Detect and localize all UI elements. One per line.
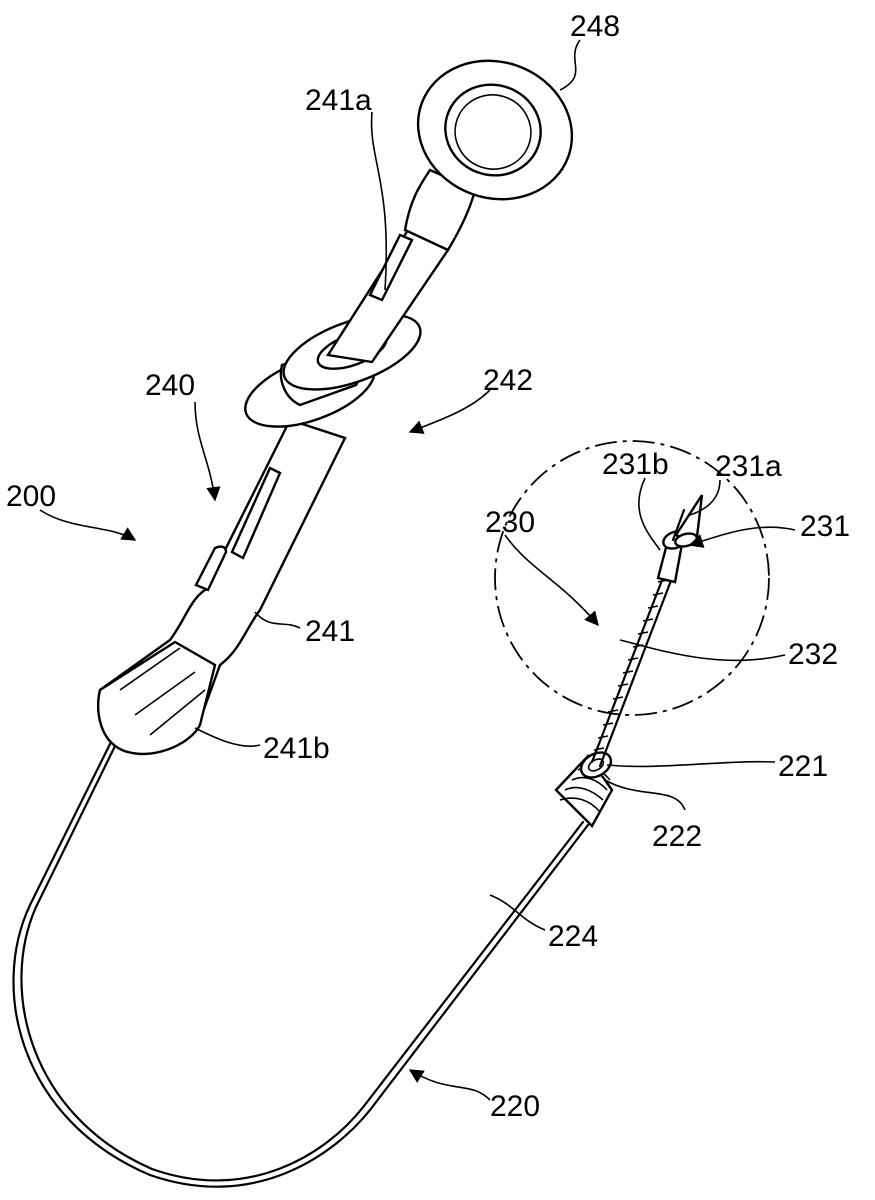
label-200: 200	[6, 480, 56, 513]
wire-loop	[12, 738, 590, 1188]
label-241b: 241b	[263, 732, 330, 765]
helical-shaft-232	[590, 573, 674, 768]
label-241a: 241a	[305, 84, 372, 117]
ring-handle-248	[416, 59, 574, 201]
handle-241	[97, 418, 347, 756]
label-241: 241	[305, 615, 355, 648]
label-220: 220	[490, 1090, 540, 1123]
tip-231	[656, 494, 704, 584]
detail-circle	[494, 440, 770, 716]
label-231b: 231b	[602, 448, 669, 481]
label-221: 221	[778, 750, 828, 783]
label-248: 248	[570, 10, 620, 43]
label-231: 231	[800, 510, 850, 543]
leader-lines	[39, 39, 796, 1101]
tube-tip-222	[554, 751, 614, 828]
label-230: 230	[485, 506, 535, 539]
label-222: 222	[652, 820, 702, 853]
label-242: 242	[483, 364, 533, 397]
label-232: 232	[788, 638, 838, 671]
label-231a: 231a	[715, 450, 782, 483]
label-240: 240	[145, 369, 195, 402]
label-224: 224	[548, 920, 598, 953]
upper-shaft-241a	[326, 168, 477, 364]
